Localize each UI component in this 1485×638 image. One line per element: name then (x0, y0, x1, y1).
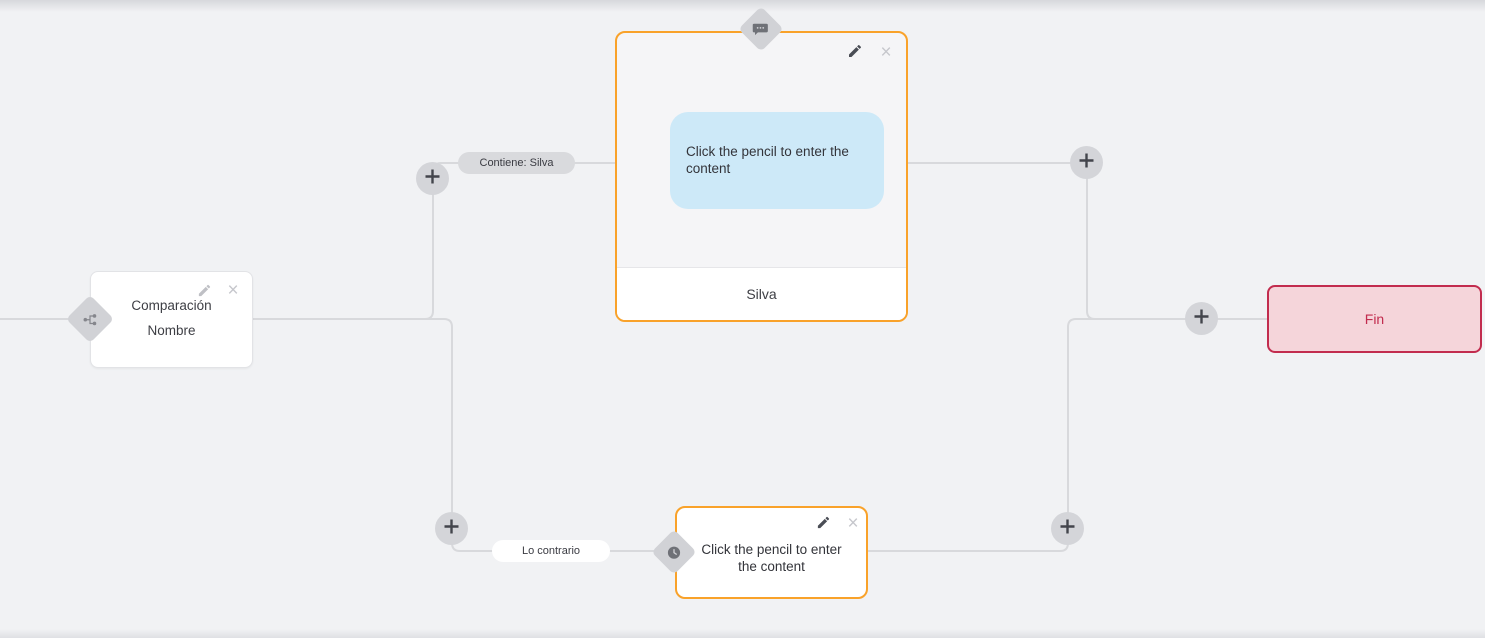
message-node-footer: Silva (617, 267, 906, 320)
close-icon: × (227, 279, 239, 301)
edit-node-button[interactable] (845, 41, 865, 61)
comparison-node-title: Comparación (131, 298, 212, 313)
comparison-node[interactable]: × Comparación Nombre (90, 271, 253, 368)
pencil-icon (198, 284, 210, 296)
edge-delay-to-end (866, 318, 1267, 552)
add-node-button[interactable] (416, 162, 449, 195)
add-node-button[interactable] (435, 512, 468, 545)
delay-node[interactable]: × Click the pencil to enter the content (675, 506, 868, 599)
comparison-node-type-badge (65, 294, 115, 344)
canvas-bottom-shadow (0, 629, 1485, 638)
clock-icon (667, 545, 682, 560)
close-icon: × (880, 41, 892, 63)
pencil-icon (849, 44, 862, 57)
plus-icon (1078, 152, 1095, 174)
chat-bubble-icon (753, 22, 769, 37)
edit-node-button[interactable] (194, 280, 214, 300)
plus-icon (443, 518, 460, 540)
message-bubble: Click the pencil to enter the content (670, 112, 884, 209)
plus-icon (1193, 308, 1210, 330)
edge-comparison-to-delay (253, 318, 676, 552)
edge-label-condition-else[interactable]: Lo contrario (492, 540, 610, 562)
add-node-button[interactable] (1185, 302, 1218, 335)
message-footer-label: Silva (746, 286, 777, 302)
end-node-label: Fin (1364, 311, 1385, 327)
plus-icon (1059, 518, 1076, 540)
canvas-top-shadow (0, 0, 1485, 12)
pencil-icon (817, 516, 829, 528)
delay-placeholder-text: Click the pencil to enter the content (701, 542, 842, 574)
comparison-node-subtitle: Nombre (147, 323, 196, 338)
delete-node-button[interactable]: × (843, 513, 863, 533)
message-node[interactable]: × Click the pencil to enter the content … (615, 31, 908, 322)
end-node[interactable]: Fin (1267, 285, 1482, 353)
message-placeholder-text: Click the pencil to enter the content (686, 144, 849, 176)
close-icon: × (847, 512, 859, 534)
add-node-button[interactable] (1070, 146, 1103, 179)
delete-node-button[interactable]: × (876, 42, 896, 62)
branch-icon (83, 312, 98, 327)
message-node-type-badge (738, 6, 784, 52)
edge-message-to-end (906, 162, 1267, 320)
edge-label-condition-match[interactable]: Contiene: Silva (458, 152, 575, 174)
delay-node-type-badge (651, 529, 697, 575)
plus-icon (424, 168, 441, 190)
edit-node-button[interactable] (813, 512, 833, 532)
delete-node-button[interactable]: × (223, 280, 243, 300)
add-node-button[interactable] (1051, 512, 1084, 545)
